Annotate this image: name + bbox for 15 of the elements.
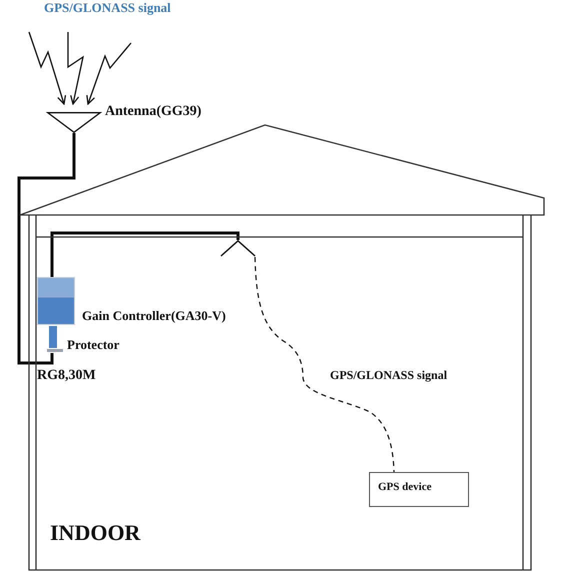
zigzag-arrow xyxy=(67,32,84,105)
device-box xyxy=(369,472,469,507)
area-label: INDOOR xyxy=(50,520,140,546)
device-label: GPS device xyxy=(378,481,432,494)
antenna-label: Antenna(GG39) xyxy=(105,104,202,120)
cable-line xyxy=(18,133,76,364)
edge-label: GPS/GLONASS signal xyxy=(330,369,448,383)
edge-label: RG8,30M xyxy=(37,368,96,384)
zigzag-arrow xyxy=(86,42,132,105)
signal-title: GPS/GLONASS signal xyxy=(44,1,171,16)
dashed-line xyxy=(254,256,395,472)
device-label: Gain Controller(GA30-V) xyxy=(82,309,226,324)
cable-line xyxy=(50,232,240,277)
zigzag-arrow xyxy=(28,32,66,105)
device-label: Protector xyxy=(67,338,120,353)
